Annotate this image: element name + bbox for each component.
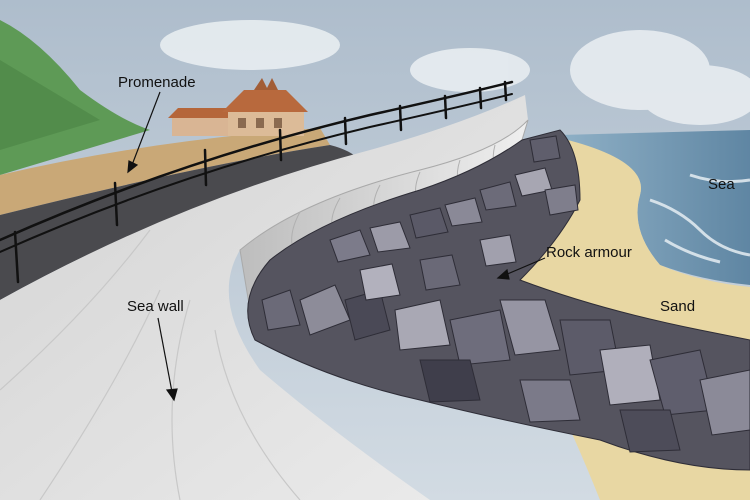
promenade-arrow	[131, 91, 161, 166]
sea	[560, 130, 750, 285]
promenade-ground	[0, 128, 330, 215]
sand-label: Sand	[660, 298, 696, 315]
building	[168, 78, 308, 136]
sea-wall-label: Sea wall	[127, 298, 184, 315]
rock-armour	[247, 129, 750, 471]
sea-wall-top	[0, 95, 528, 500]
clouds	[160, 20, 750, 125]
sea-wall-arrow	[157, 317, 173, 393]
annotation-arrows	[127, 91, 546, 402]
waves	[649, 173, 750, 264]
rock-armour-label: Rock armour	[546, 244, 632, 261]
sea-label: Sea	[708, 176, 735, 193]
railing	[0, 80, 514, 284]
rock-armour-arrow	[504, 257, 546, 276]
promenade-label: Promenade	[118, 74, 196, 91]
walkway-lines	[0, 229, 301, 500]
